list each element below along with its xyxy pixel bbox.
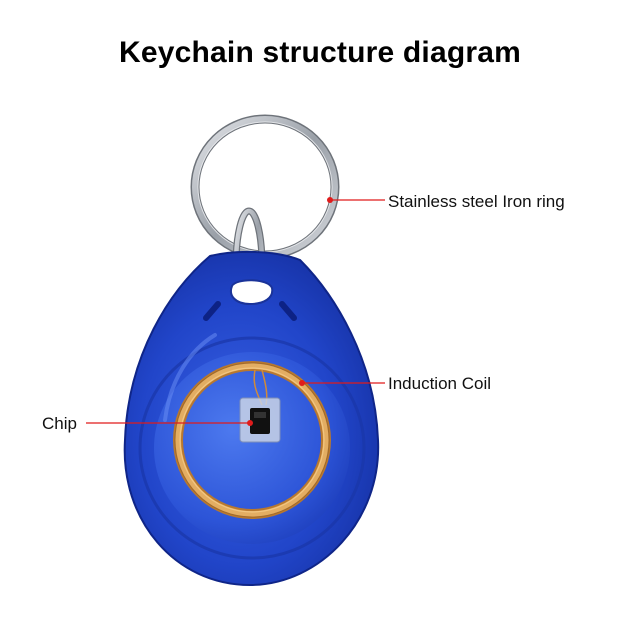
chip [239, 397, 281, 443]
page-title: Keychain structure diagram [119, 36, 521, 69]
chip-label: Chip [42, 414, 77, 433]
fob-highlight [163, 333, 217, 422]
ring-label: Stainless steel Iron ring [388, 192, 565, 211]
coil-label: Induction Coil [388, 374, 492, 393]
chip-leader-dot [247, 420, 253, 426]
ring-leader-dot [327, 197, 333, 203]
coil-leader-dot [299, 380, 305, 386]
leader-lines [86, 197, 385, 426]
steel-ring [190, 114, 340, 260]
